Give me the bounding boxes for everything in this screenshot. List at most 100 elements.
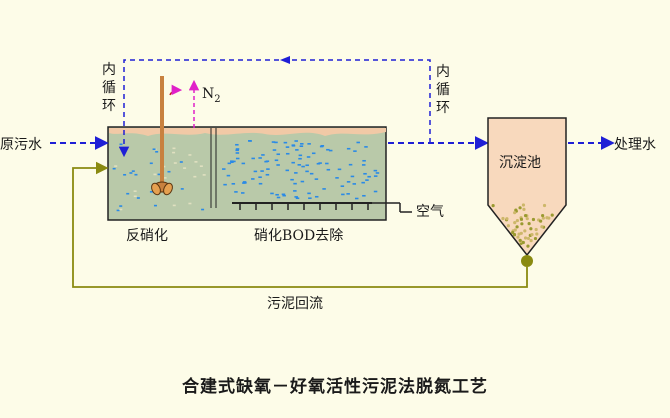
sludge-dot xyxy=(167,170,171,173)
air-bubble xyxy=(253,170,258,173)
sludge-dot xyxy=(202,174,206,176)
sludge-dot xyxy=(131,170,135,172)
sludge-return-label: 污泥回流 xyxy=(267,296,323,312)
air-bubble xyxy=(365,179,369,181)
air-bubble xyxy=(271,141,276,143)
air-bubble xyxy=(364,146,368,148)
clarifier-sludge-dot xyxy=(523,214,528,218)
sludge-dot xyxy=(194,161,198,163)
sludge-dot xyxy=(183,167,187,169)
air-bubble xyxy=(362,194,366,197)
air-bubble xyxy=(311,152,316,155)
diagram-title: 合建式缺氧－好氧活性污泥法脱氮工艺 xyxy=(182,376,488,397)
air-bubble xyxy=(356,141,360,144)
clarifier-sludge-dot xyxy=(525,217,529,221)
air-bubble xyxy=(294,196,298,198)
air-bubble xyxy=(362,159,366,162)
air-bubble xyxy=(235,148,240,150)
air-bubble xyxy=(242,181,247,183)
air-bubble xyxy=(234,191,238,193)
clarifier-sludge-dot xyxy=(515,218,519,223)
sludge-dot xyxy=(179,161,183,163)
sludge-dot xyxy=(126,192,130,195)
clarifier-sludge-dot xyxy=(523,236,528,240)
clarifier-sludge-dot xyxy=(506,224,510,228)
clarifier-sludge-dot xyxy=(505,217,509,221)
air-bubble xyxy=(328,149,333,152)
clarifier-sludge-dot xyxy=(519,231,523,235)
air-bubble xyxy=(305,164,309,167)
clarifier-label: 沉淀池 xyxy=(499,155,541,171)
clarifier-sludge-dot xyxy=(515,225,519,229)
sludge-dot xyxy=(153,204,157,207)
recycle-label-left: 内 循 环 xyxy=(102,62,120,114)
water-surface xyxy=(109,128,386,136)
air-bubble xyxy=(314,178,319,180)
clarifier-sludge-dot xyxy=(518,238,522,242)
air-bubble xyxy=(291,161,295,164)
air-bubble xyxy=(298,157,302,160)
air-bubble xyxy=(226,174,231,177)
air-bubbles xyxy=(222,140,380,200)
recycle-label-right: 内 循 环 xyxy=(436,64,454,116)
sludge-dot xyxy=(119,205,123,207)
air-bubble xyxy=(290,178,294,181)
air-bubble xyxy=(337,168,342,171)
clarifier-sludge-dot xyxy=(540,225,544,229)
air-bubble xyxy=(230,160,234,163)
air-bubble xyxy=(258,157,262,159)
air-bubble xyxy=(308,197,312,200)
sludge-dot xyxy=(188,202,192,205)
air-bubble xyxy=(350,175,355,178)
air-bubble xyxy=(293,190,297,192)
air-bubble xyxy=(230,161,234,164)
sludge-dot xyxy=(173,162,177,164)
air-bubble xyxy=(314,195,319,198)
clarifier-sludge-dot xyxy=(523,229,527,233)
clarifier-sludge xyxy=(491,203,554,248)
clarifier-sludge-dot xyxy=(501,216,505,221)
aeration-pipe xyxy=(232,202,412,213)
clarifier-sludge-dot xyxy=(526,244,530,248)
clarifier-sludge-dot xyxy=(531,217,536,222)
air-bubble xyxy=(361,164,366,166)
air-bubble xyxy=(235,143,239,146)
sludge-dot xyxy=(119,143,123,146)
sludge-dot xyxy=(201,208,205,211)
sludge-dot xyxy=(193,175,197,178)
air-bubble xyxy=(299,145,304,147)
internal-recycle-loop xyxy=(118,56,431,158)
air-bubble xyxy=(295,197,300,200)
sludge-dot xyxy=(123,173,127,176)
air-bubble xyxy=(363,172,367,175)
sludge-dot xyxy=(114,165,118,167)
sludge-dot xyxy=(133,190,137,192)
n2-arrow: N2 xyxy=(188,79,221,128)
air-bubble xyxy=(235,152,240,154)
air-bubble xyxy=(241,192,245,194)
sludge-dot xyxy=(172,151,176,154)
air-bubble xyxy=(251,178,255,180)
aeration-tank xyxy=(107,126,387,221)
air-bubble xyxy=(241,162,246,165)
air-bubble xyxy=(251,157,255,160)
air-bubble xyxy=(348,163,353,166)
air-bubble xyxy=(309,172,314,175)
air-bubble xyxy=(281,193,286,196)
clarifier-sludge-dot xyxy=(520,222,524,226)
air-bubble xyxy=(272,149,277,151)
air-bubble xyxy=(294,140,298,142)
air-bubble xyxy=(248,140,252,142)
air-bubble xyxy=(231,183,236,185)
sludge-dot xyxy=(155,151,159,153)
air-bubble xyxy=(373,190,378,193)
clarifier-tank xyxy=(487,117,567,267)
air-bubble xyxy=(232,160,236,163)
air-bubble xyxy=(266,168,270,170)
sludge-dot xyxy=(157,173,161,176)
sludge-dot xyxy=(172,147,176,150)
clarifier-sludge-dot xyxy=(541,213,545,218)
air-bubble xyxy=(285,152,290,155)
clarifier-sludge-dot xyxy=(534,227,538,232)
